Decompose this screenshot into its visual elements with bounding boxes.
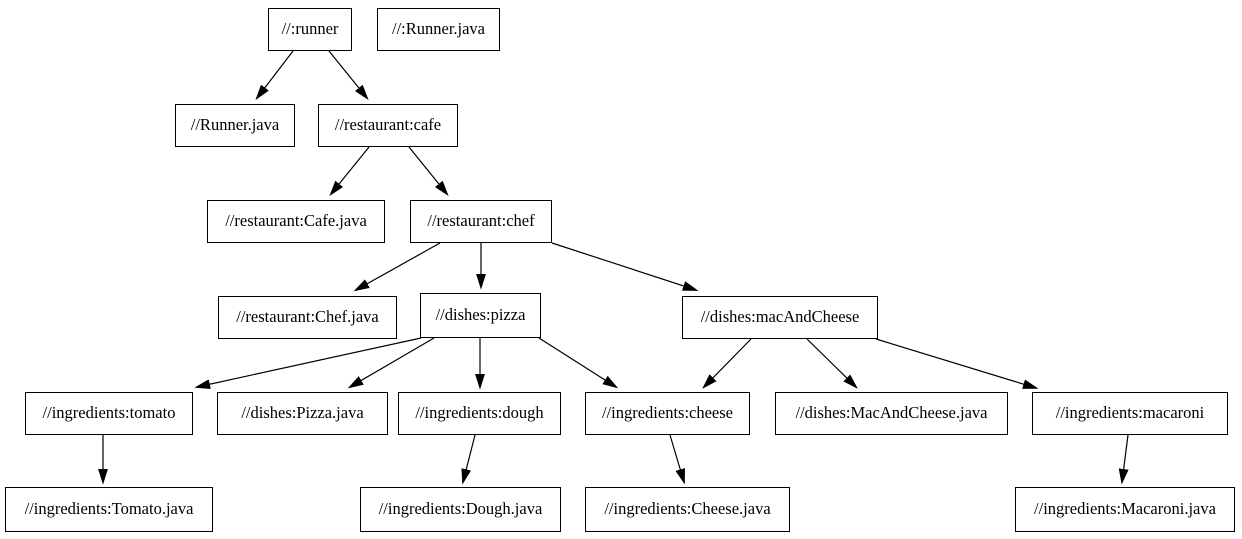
graph-node-mac-and-cheese: //dishes:macAndCheese [682, 296, 878, 339]
graph-node-label: //restaurant:chef [427, 211, 535, 231]
graph-node-dough-java: //ingredients:Dough.java [360, 487, 561, 532]
graph-node-label: //dishes:macAndCheese [700, 307, 860, 327]
graph-node-label: //ingredients:cheese [601, 403, 734, 423]
graph-node-label: //ingredients:Tomato.java [24, 499, 194, 519]
graph-node-cafe-java: //restaurant:Cafe.java [207, 200, 385, 243]
dependency-edge-cafe-to-cafe-java [331, 146, 370, 194]
dependency-edge-runner-to-runner-java [257, 50, 294, 98]
graph-node-macaroni-java: //ingredients:Macaroni.java [1015, 487, 1235, 532]
dependency-edge-cafe-to-chef [408, 146, 447, 194]
graph-node-label: //ingredients:tomato [42, 403, 176, 423]
graph-node-cheese-java: //ingredients:Cheese.java [585, 487, 790, 532]
dependency-edge-chef-to-chef-java [356, 242, 441, 290]
graph-node-label: //:runner [281, 19, 339, 39]
dependency-edge-chef-to-mac-and-cheese [551, 242, 696, 290]
graph-node-runner-java: //Runner.java [175, 104, 295, 147]
dependency-edge-pizza-to-cheese [538, 337, 616, 387]
graph-node-pizza-java: //dishes:Pizza.java [217, 392, 388, 435]
graph-node-tomato: //ingredients:tomato [25, 392, 193, 435]
graph-node-runner-java-decl: //:Runner.java [377, 8, 500, 51]
graph-node-chef: //restaurant:chef [410, 200, 552, 243]
dependency-edge-dough-to-dough-java [463, 434, 476, 482]
dependency-edge-runner-to-cafe [328, 50, 367, 98]
graph-node-dough: //ingredients:dough [398, 392, 561, 435]
graph-node-chef-java: //restaurant:Chef.java [218, 296, 397, 339]
graph-node-label: //dishes:MacAndCheese.java [795, 403, 988, 423]
graph-node-label: //ingredients:Cheese.java [604, 499, 771, 519]
graph-node-label: //:Runner.java [391, 19, 486, 39]
dependency-edge-mac-and-cheese-to-macaroni [875, 338, 1036, 388]
graph-node-label: //ingredients:Macaroni.java [1034, 499, 1216, 519]
graph-node-label: //ingredients:Dough.java [378, 499, 543, 519]
graph-node-label: //dishes:pizza [435, 305, 526, 325]
graph-node-cheese: //ingredients:cheese [585, 392, 750, 435]
graph-node-pizza: //dishes:pizza [420, 293, 541, 338]
graph-node-label: //ingredients:macaroni [1055, 403, 1205, 423]
graph-node-label: //ingredients:dough [415, 403, 544, 423]
dependency-edge-cheese-to-cheese-java [669, 434, 684, 482]
dependency-edge-mac-and-cheese-to-cheese [704, 338, 752, 387]
dependency-edge-pizza-to-tomato [197, 337, 422, 387]
graph-node-label: //Runner.java [190, 115, 280, 135]
graph-node-label: //restaurant:Chef.java [236, 307, 379, 327]
dependency-edge-mac-and-cheese-to-mac-and-cheese-java [806, 338, 856, 387]
graph-node-tomato-java: //ingredients:Tomato.java [5, 487, 213, 532]
graph-node-label: //restaurant:Cafe.java [225, 211, 367, 231]
dependency-edge-pizza-to-pizza-java [350, 337, 435, 387]
graph-node-cafe: //restaurant:cafe [318, 104, 458, 147]
graph-node-macaroni: //ingredients:macaroni [1032, 392, 1228, 435]
dependency-edge-macaroni-to-macaroni-java [1122, 434, 1128, 482]
graph-node-label: //dishes:Pizza.java [241, 403, 364, 423]
graph-node-label: //restaurant:cafe [334, 115, 442, 135]
graph-node-runner: //:runner [268, 8, 352, 51]
graph-node-mac-and-cheese-java: //dishes:MacAndCheese.java [775, 392, 1008, 435]
